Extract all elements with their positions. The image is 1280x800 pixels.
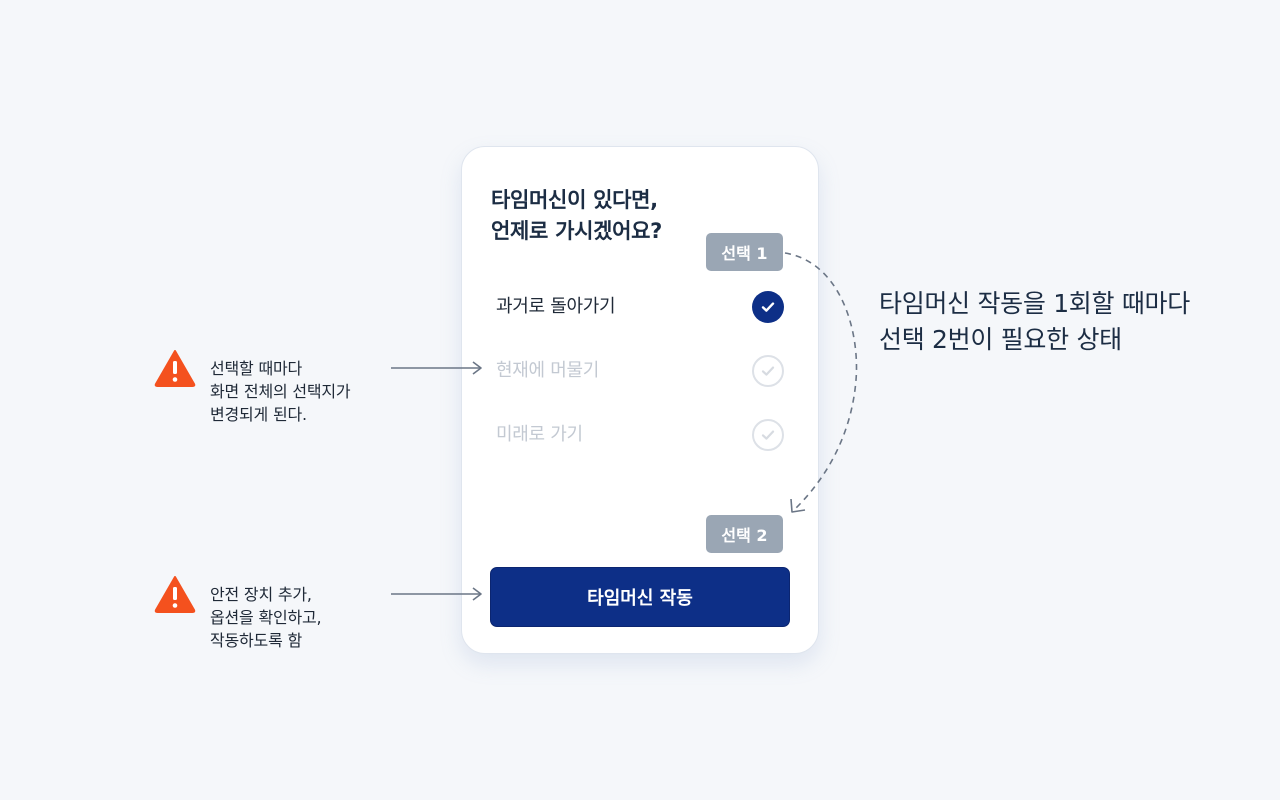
option-label: 과거로 돌아가기 — [496, 296, 616, 317]
note-safety-device: 안전 장치 추가, 옵션을 확인하고, 작동하도록 함 — [210, 583, 322, 652]
option-label: 현재에 머물기 — [496, 360, 599, 381]
choice-2-tag: 선택 2 — [706, 515, 783, 553]
right-note-line: 선택 2번이 필요한 상태 — [879, 325, 1122, 354]
right-note: 타임머신 작동을 1회할 때마다 선택 2번이 필요한 상태 — [879, 286, 1190, 358]
check-circle-icon — [752, 291, 784, 323]
note-line: 화면 전체의 선택지가 — [210, 382, 351, 401]
note-line: 안전 장치 추가, — [210, 585, 312, 604]
activate-time-machine-button[interactable]: 타임머신 작동 — [490, 567, 790, 627]
note-line: 선택할 때마다 — [210, 359, 303, 378]
question-card: 타임머신이 있다면, 언제로 가시겠어요? 선택 1 과거로 돌아가기 현재에 … — [461, 146, 819, 654]
question-line-1: 타임머신이 있다면, — [491, 188, 658, 212]
choice-1-tag: 선택 1 — [706, 233, 783, 271]
question-title: 타임머신이 있다면, 언제로 가시겠어요? — [491, 185, 791, 247]
option-future[interactable]: 미래로 가기 — [490, 415, 790, 455]
arrow-right-icon — [391, 587, 482, 601]
option-past[interactable]: 과거로 돌아가기 — [490, 287, 790, 327]
option-label: 미래로 가기 — [496, 424, 583, 445]
note-selection-change: 선택할 때마다 화면 전체의 선택지가 변경되게 된다. — [210, 357, 351, 426]
dashed-curve-arrow — [784, 252, 858, 513]
question-line-2: 언제로 가시겠어요? — [491, 219, 663, 243]
check-circle-icon — [752, 355, 784, 387]
note-line: 옵션을 확인하고, — [210, 608, 322, 627]
note-line: 작동하도록 함 — [210, 631, 303, 650]
right-note-line: 타임머신 작동을 1회할 때마다 — [879, 289, 1190, 318]
note-line: 변경되게 된다. — [210, 405, 307, 424]
warning-triangle-icon — [154, 350, 196, 387]
arrow-right-icon — [391, 361, 482, 375]
warning-triangle-icon — [154, 576, 196, 613]
option-present[interactable]: 현재에 머물기 — [490, 351, 790, 391]
check-circle-icon — [752, 419, 784, 451]
